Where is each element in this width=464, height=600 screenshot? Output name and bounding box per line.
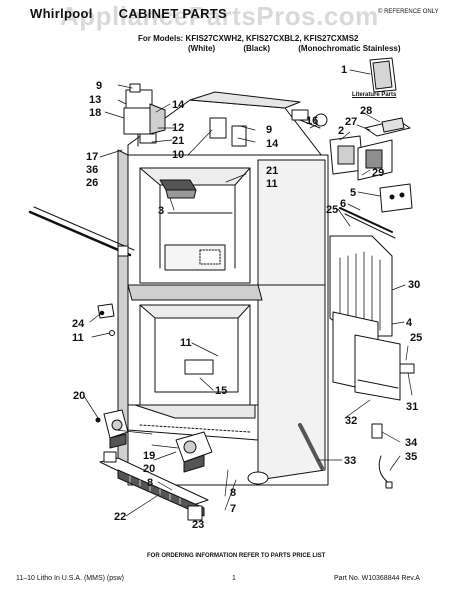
callout-9a: 9 [96,80,102,92]
litho-info: 11–10 Litho In U.S.A. (MMS) (psw) [16,575,125,582]
callout-1: 1 [341,64,347,76]
callout-31: 31 [406,401,418,413]
callout-32: 32 [345,415,357,427]
callout-11c: 11 [180,337,192,349]
site-watermark: AppliancePartsPros.com [60,1,379,31]
callout-20a: 20 [73,390,85,402]
callout-25b: 25 [410,332,422,344]
literature-booklet [369,57,397,93]
leader-lines [83,69,413,517]
callout-26: 26 [86,177,98,189]
callout-29: 29 [372,167,384,179]
callout-25a: 25 [326,204,338,216]
valve-assembly [291,109,328,129]
callout-21a: 21 [172,135,184,147]
callout-35: 35 [405,451,417,463]
callout-34: 34 [405,437,418,449]
callout-18: 18 [89,107,101,119]
callout-11b: 11 [72,332,84,344]
callout-13: 13 [89,94,101,106]
callout-11a: 11 [266,178,278,190]
base-rail [99,451,209,521]
drain-tube-and-clips [298,363,415,489]
variant-stainless: (Monochromatic Stainless) [298,44,401,53]
section-title: CABINET PARTS [118,6,228,21]
page-title: Whirlpool CABINET PARTS © REFERENCE ONLY [30,6,439,21]
callout-30: 30 [408,279,420,291]
callout-10: 10 [172,149,184,161]
top-hinge-assembly [123,83,166,147]
callout-5: 5 [350,187,356,199]
callout-9b: 9 [266,124,272,136]
callout-19: 19 [143,450,155,462]
color-variants: (White) (Black) (Monochromatic Stainless… [188,44,427,53]
callout-17: 17 [86,151,98,163]
callout-21b: 21 [266,165,278,177]
callout-8a: 8 [147,477,153,489]
ordering-info: FOR ORDERING INFORMATION REFER TO PARTS … [147,553,326,559]
reference-note: © REFERENCE ONLY [378,9,439,15]
lower-hinge-and-rollers [95,409,269,495]
refrigerator-cabinet [28,91,329,486]
literature-parts-label: Literature Parts [352,92,397,98]
access-cover-and-grille [329,207,396,337]
callout-28: 28 [360,105,372,117]
callout-8b: 8 [230,487,236,499]
callout-15: 15 [215,385,227,397]
part-number: Part No. W10368844 Rev.A [334,575,420,582]
callout-7: 7 [230,503,236,515]
callout-20b: 20 [143,463,155,475]
base-grille-panel [332,311,401,401]
callout-numbers: 9 13 14 18 12 21 17 36 26 10 3 9 14 21 1… [72,64,422,531]
callout-36: 36 [86,164,98,176]
callout-27: 27 [345,116,357,128]
callout-4: 4 [406,317,413,329]
variant-black: (Black) [243,44,271,53]
brand-name: Whirlpool [30,6,93,21]
callout-24: 24 [72,318,85,330]
callout-23: 23 [192,519,204,531]
control-panel-assembly [329,117,413,213]
callout-12: 12 [172,122,184,134]
callout-6: 6 [340,198,346,210]
callout-14a: 14 [172,99,185,111]
callout-16: 16 [306,115,318,127]
callout-14b: 14 [266,138,279,150]
callout-2: 2 [338,125,344,137]
callout-33: 33 [344,455,356,467]
callout-22: 22 [114,511,126,523]
variant-white: (White) [188,44,216,53]
door-stop-parts [97,303,115,336]
page-number: 1 [232,575,236,582]
model-numbers: For Models: KFIS27CXWH2, KFIS27CXBL2, KF… [138,34,359,43]
callout-3: 3 [158,205,164,217]
